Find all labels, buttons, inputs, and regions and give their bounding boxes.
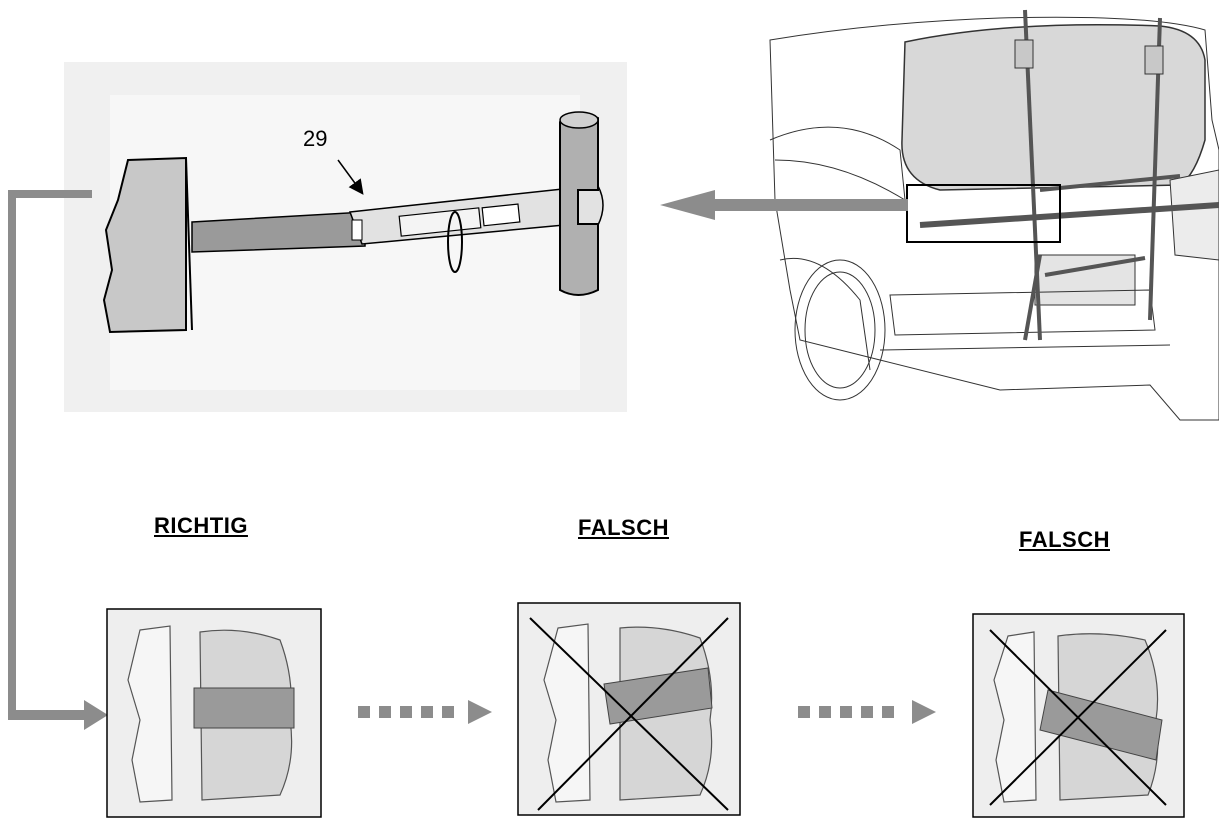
callout-arrow: [337, 159, 364, 195]
cross-line: [989, 629, 1167, 806]
highlight-box: [906, 184, 1061, 243]
car-panel-edge: [102, 156, 187, 334]
connector-arrow: [8, 190, 108, 730]
dotted-arrow-1: [358, 700, 492, 724]
cross-line: [537, 617, 729, 811]
strap-detail-panel: [64, 62, 627, 412]
pointer-arrow: [660, 190, 908, 220]
label-correct: RICHTIG: [154, 513, 248, 538]
panel-wrong-2: [972, 613, 1185, 818]
car-rear-illustration: [769, 9, 1219, 421]
callout-number: 29: [303, 126, 328, 151]
strap-band: [191, 211, 366, 253]
dotted-arrow-2: [798, 700, 936, 724]
label-wrong-2: FALSCH: [1019, 527, 1110, 552]
panel-correct: [106, 608, 322, 818]
label-wrong-1: FALSCH: [578, 515, 669, 540]
cross-line: [529, 617, 729, 811]
panel-wrong-1: [517, 602, 741, 816]
